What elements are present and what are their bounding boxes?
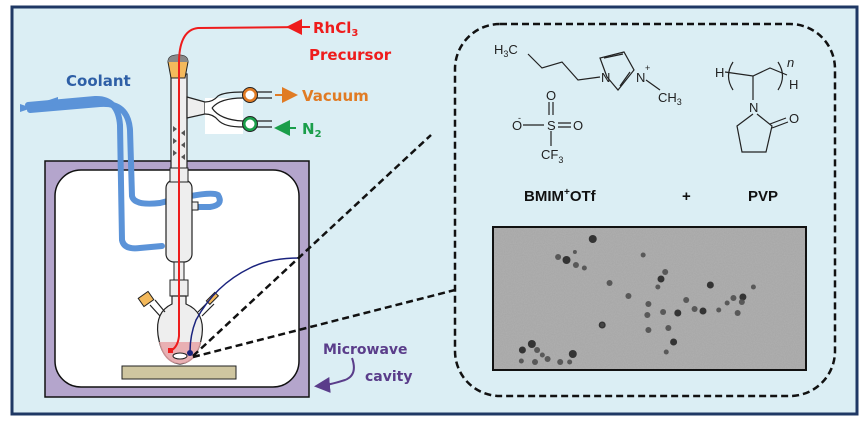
pvp-n-ring: N [749,100,758,115]
nanoparticle [557,359,564,365]
otf-s: S [547,118,556,133]
precursor-label: Precursor [309,46,392,64]
bmim-n3: N [636,70,645,85]
coolant-tubes [25,95,223,252]
nanoparticle [645,327,652,333]
nanoparticle [588,235,597,243]
vacuum-valve [242,87,258,103]
nanoparticle [691,306,698,312]
nanoparticle [572,250,577,254]
nanoparticle [625,293,632,299]
bmim-charge: + [645,63,650,73]
pvp-structure [724,61,789,153]
nanoparticle [581,265,587,271]
nanoparticle [662,269,669,275]
nanoparticle [734,310,741,316]
probe-tip [187,350,193,356]
cavity-label: cavity [365,369,413,385]
pvp-h-right: H [789,77,798,92]
nanoparticle [738,299,745,305]
nanoparticle [683,297,690,303]
pvp-o: O [789,111,799,126]
precursor-line [171,26,307,351]
nanoparticle [572,262,579,268]
coolant-arrow-out [46,97,58,105]
nanoparticle [562,256,571,264]
nanoparticle [716,307,722,313]
nanoparticle [663,349,669,355]
nanoparticle [534,347,541,353]
pvp-n-repeat: n [787,55,794,70]
bmim-otf-name: BMIM+OTf [524,187,597,205]
zoom-line-lower [192,288,456,359]
nanoparticle [660,309,667,315]
nanoparticle [750,284,756,290]
gas-manifold [204,91,272,134]
nanoparticle [568,350,577,358]
n2-label: N2 [302,120,322,140]
precursor-formula-label: RhCl3 [313,19,358,39]
tem-micrograph [492,226,807,371]
plus-sign: + [682,188,691,205]
stir-plate [121,365,237,380]
coolant-label: Coolant [66,72,131,90]
bmim-h3c: H3C [494,42,518,59]
n2-valve [242,116,258,132]
nanoparticles [518,235,756,365]
microwave-label: Microwave [323,342,408,358]
nanoparticle [724,300,730,306]
nanoparticle [518,358,524,364]
otf-structure [523,102,571,146]
stopper-cap [168,55,188,62]
nanoparticle [657,275,665,283]
pvp-h-left: H [715,65,724,80]
pvp-name: PVP [748,188,778,205]
nanoparticle [527,340,536,348]
temperature-probe [189,257,300,353]
nanoparticle [730,295,737,301]
zoom-line-upper [192,134,432,357]
otf-o-left: O [512,118,522,133]
precursor-tip [168,348,173,353]
nanoparticle [699,307,707,315]
nanoparticle [645,301,652,307]
nanoparticle [606,280,613,286]
nanoparticle [739,293,747,301]
otf-o-right: O [573,118,583,133]
nanoparticle [655,284,661,290]
coolant-arrow-in [20,104,32,112]
bmim-ch3: CH3 [658,90,682,107]
nanoparticle [567,359,573,365]
microwave-label-arrow [314,357,355,393]
nanoparticle [640,252,646,258]
otf-o-top: O [546,88,556,103]
nanoparticle [539,352,545,358]
bmim-n1: N [601,70,610,85]
nanoparticle [544,356,551,362]
otf-charge: - [518,113,521,123]
nanoparticle [670,338,678,346]
nanoparticle [555,254,562,260]
nanoparticle [644,312,651,318]
otf-cf3: CF3 [541,147,563,165]
vacuum-label: Vacuum [302,87,369,105]
nanoparticle [600,323,605,327]
nanoparticle [706,281,714,289]
nanoparticle [665,325,672,331]
bmim-structure [527,51,661,91]
nanoparticle [532,359,538,365]
nanoparticle [674,309,682,317]
inset-box [453,22,837,398]
nanoparticle [518,346,526,354]
